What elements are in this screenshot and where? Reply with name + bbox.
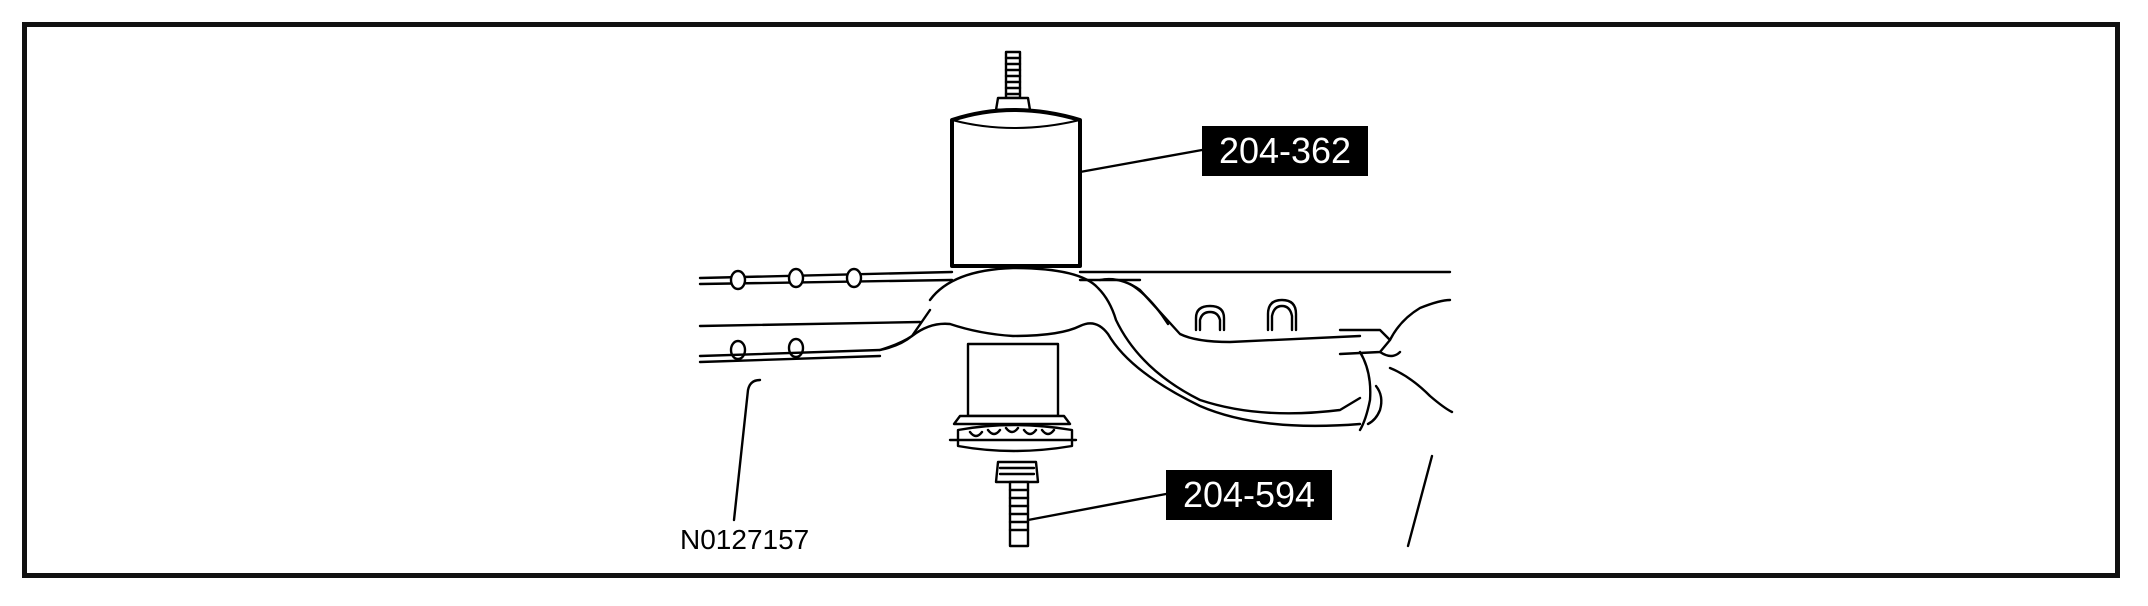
upper-threaded-rod: [1004, 50, 1022, 100]
lower-receiver: [952, 342, 1072, 426]
frame-rail: [698, 267, 1452, 364]
crossmember: [878, 266, 1454, 432]
figure-id: N0127157: [680, 524, 810, 555]
leader-line-204-594: [1026, 492, 1168, 522]
upper-tool-cylinder: [950, 108, 1082, 268]
figure-frame: [22, 22, 2120, 578]
lower-nut: [994, 460, 1040, 484]
leader-line-figure-id: [732, 378, 762, 522]
callout-tool-204-594: 204-594: [1166, 470, 1332, 520]
lower-threaded-rod: [1008, 480, 1030, 548]
leader-line-204-362: [1078, 148, 1204, 174]
callout-tool-204-362: 204-362: [1202, 126, 1368, 176]
leader-line-lower-right: [1406, 454, 1434, 548]
spacer-washer: [948, 423, 1078, 453]
